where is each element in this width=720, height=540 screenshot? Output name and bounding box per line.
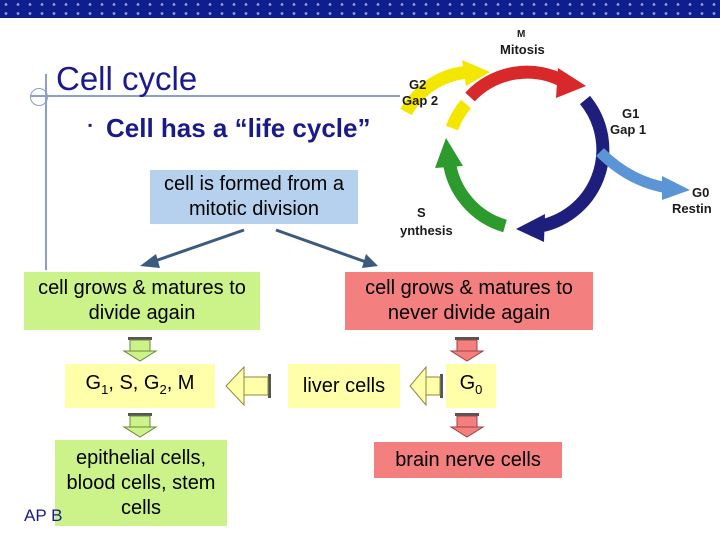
left-arrow-g0-to-liver — [409, 365, 443, 407]
arrow-left-head — [140, 254, 160, 268]
resting-label: Restin — [672, 201, 712, 216]
g2-arc — [445, 99, 472, 131]
slide-subtitle: Cell has a “life cycle” — [106, 113, 371, 143]
mitosis-arc — [465, 65, 569, 102]
epithelial-box: epithelial cells, blood cells, stem cell… — [55, 440, 227, 526]
g2-arc-outer — [400, 65, 471, 116]
down-arrow-red-2 — [449, 413, 485, 438]
mitosis-label: Mitosis — [500, 42, 545, 57]
s-label: S — [417, 205, 426, 220]
synthesis-arrowhead — [435, 138, 463, 168]
g2-label: G2 — [409, 77, 426, 92]
crosshair-icon — [30, 88, 48, 106]
g0-sub: 0 — [475, 381, 483, 397]
bullet-icon: ▪ — [88, 118, 93, 132]
phases-box: G1, S, G2, M — [65, 364, 215, 408]
down-arrow-red-1 — [449, 337, 485, 362]
m-label: M — [517, 29, 525, 40]
arrow-right-head — [362, 254, 378, 268]
synthesis-label: ynthesis — [400, 223, 453, 238]
arrow-left-line — [151, 228, 245, 264]
cell-cycle-diagram: M Mitosis G2 Gap 2 G1 Gap 1 G0 Restin S … — [400, 29, 712, 242]
g1-arc — [534, 95, 610, 234]
slide-title: Cell cycle — [56, 60, 198, 97]
g2-arrowhead — [462, 60, 490, 86]
phase-sub-1: 1 — [101, 381, 109, 397]
brain-nerve-box: brain nerve cells — [374, 442, 562, 478]
gap2-label: Gap 2 — [402, 93, 438, 108]
footer-label: AP B — [24, 506, 63, 525]
banner-pattern — [0, 0, 720, 18]
never-divide-box: cell grows & matures to never divide aga… — [345, 272, 593, 330]
guide-line-vertical — [45, 74, 47, 270]
g0-branch — [596, 148, 669, 194]
g0-arrowhead — [662, 176, 690, 200]
mitosis-arrowhead — [556, 68, 586, 98]
down-arrow-green-2 — [122, 413, 158, 438]
gap1-label: Gap 1 — [610, 122, 646, 137]
liver-cells-box: liver cells — [288, 364, 400, 408]
left-arrow-liver-to-g1sg2m — [225, 365, 271, 407]
formed-box: cell is formed from a mitotic division — [150, 170, 358, 224]
synthesis-arc — [442, 159, 507, 233]
phase-g: G — [85, 371, 102, 394]
g0-label: G0 — [692, 185, 709, 200]
g1-arrowhead — [516, 214, 545, 242]
down-arrow-green-1 — [122, 337, 158, 362]
phase-mid: , S, G — [108, 371, 160, 394]
arrow-right-line — [275, 228, 367, 264]
guide-line-horizontal — [30, 95, 400, 97]
g0-box: G0 — [446, 364, 496, 408]
g1-label: G1 — [622, 106, 639, 121]
phase-end: , M — [166, 371, 195, 394]
phase-sub-2: 2 — [159, 381, 167, 397]
divide-again-box: cell grows & matures to divide again — [24, 272, 260, 330]
g0-g: G — [459, 371, 476, 394]
